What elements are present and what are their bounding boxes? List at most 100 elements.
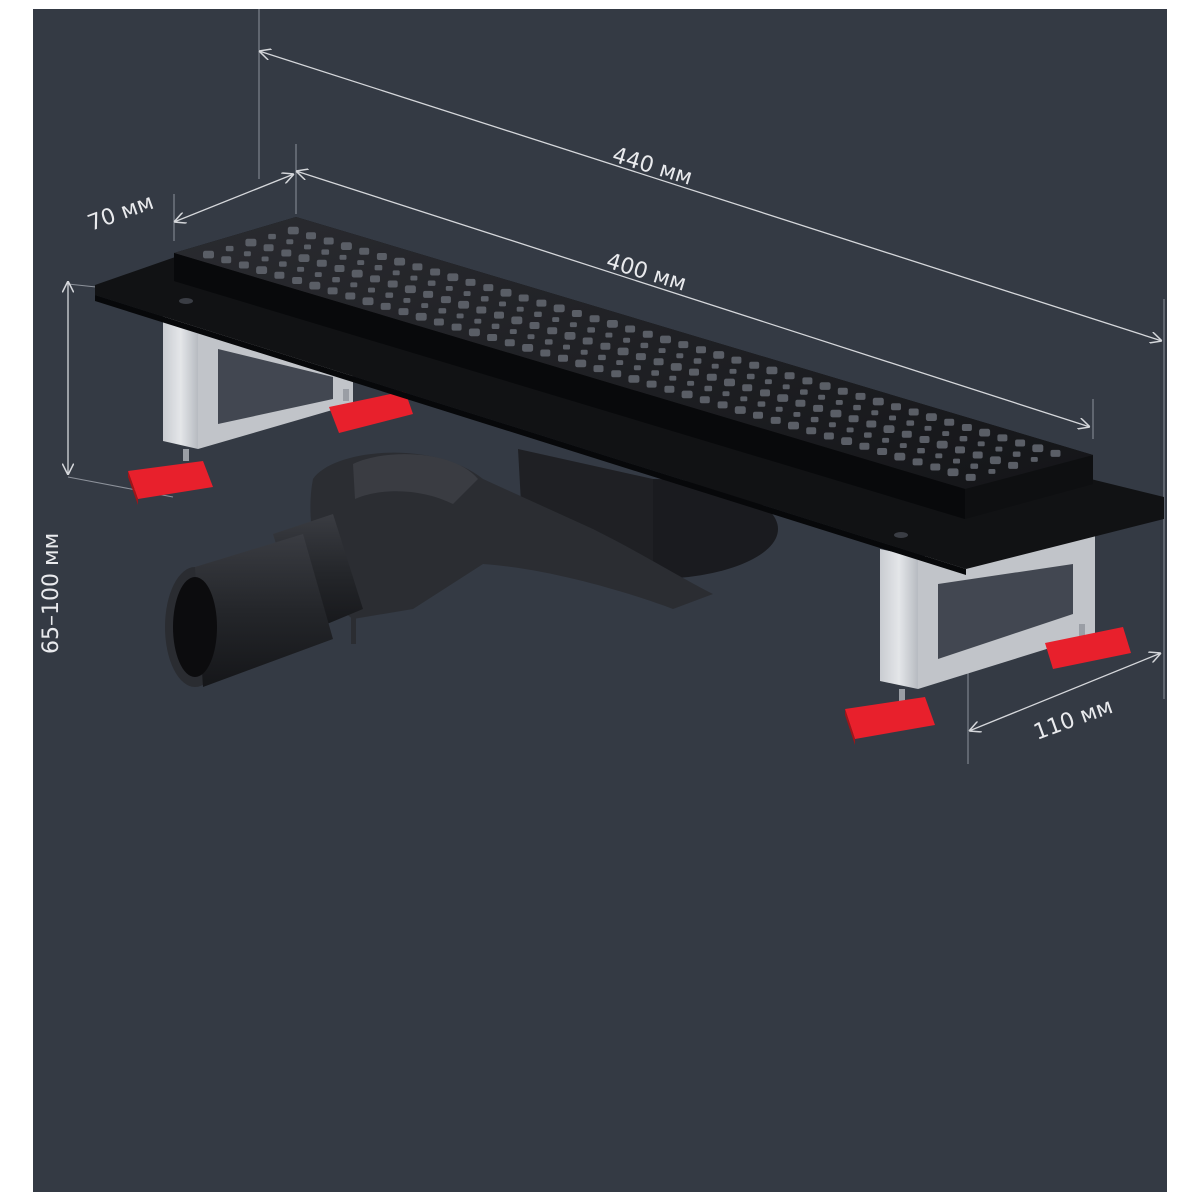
dim-label-400: 400 мм: [603, 249, 689, 297]
grate-hole: [942, 431, 950, 436]
grate-hole: [742, 384, 753, 392]
grate-hole: [936, 440, 948, 449]
grate-hole: [855, 392, 866, 400]
grate-hole: [611, 370, 622, 378]
grate-hole: [944, 418, 955, 426]
grate-hole: [516, 306, 524, 312]
grate-hole: [593, 365, 604, 373]
grate-hole: [580, 349, 588, 355]
grate-hole: [906, 420, 915, 426]
grate-hole: [912, 458, 923, 466]
grate-hole: [617, 347, 629, 356]
grate-hole: [1030, 457, 1038, 462]
dim-line-110: [969, 653, 1161, 731]
grate-hole: [616, 360, 624, 365]
grate-hole: [871, 410, 879, 416]
grate-hole: [802, 377, 813, 385]
grate-hole: [304, 244, 311, 250]
grate-hole: [859, 442, 870, 450]
grate-hole: [746, 373, 755, 380]
grate-hole: [445, 286, 453, 291]
grate-hole: [711, 363, 719, 369]
grate-hole: [398, 308, 409, 316]
grate-hole: [699, 396, 710, 404]
dim-line-400: [296, 171, 1090, 427]
grate-hole: [606, 320, 618, 328]
grate-hole: [766, 366, 778, 375]
grate-hole: [793, 412, 801, 417]
grate-hole: [955, 446, 965, 454]
grate-hole: [287, 226, 299, 235]
grate-hole: [404, 285, 416, 294]
grate-hole: [298, 254, 310, 262]
grate-hole: [917, 448, 925, 454]
grate-hole: [689, 368, 699, 376]
grate-hole: [499, 301, 506, 307]
grate-hole: [547, 327, 558, 335]
grate-hole: [635, 353, 646, 361]
grate-hole: [660, 335, 671, 344]
grate-hole: [633, 365, 641, 371]
grate-hole: [380, 302, 391, 310]
grate-hole: [334, 265, 345, 272]
dim-label-70: 70 мм: [85, 190, 158, 237]
grate-hole: [810, 416, 819, 423]
grate-hole: [518, 294, 529, 302]
siphon-outlet: [165, 449, 778, 687]
grate-hole: [753, 411, 763, 419]
grate-hole: [504, 339, 515, 347]
grate-hole: [965, 473, 976, 481]
grate-hole: [678, 341, 689, 349]
grate-hole: [487, 334, 498, 341]
grate-hole: [351, 269, 363, 278]
grate-hole: [427, 280, 436, 286]
grate-hole: [717, 401, 728, 409]
grate-hole: [292, 277, 303, 284]
grate-hole: [403, 298, 411, 303]
dimension-lines: [68, 51, 1162, 731]
grate-hole: [877, 448, 888, 455]
grate-hole: [704, 385, 713, 392]
grate-hole: [316, 259, 327, 267]
grate-hole: [623, 337, 631, 343]
grate-hole: [423, 290, 434, 298]
grate-hole: [997, 434, 1008, 442]
grate-hole: [357, 260, 365, 265]
grate-hole: [225, 245, 234, 252]
grate-hole: [415, 312, 427, 321]
grate-hole: [669, 375, 677, 381]
grate-hole: [314, 272, 322, 277]
grate-hole: [332, 277, 340, 283]
grate-hole: [243, 251, 251, 257]
grate-hole: [339, 254, 347, 260]
grate-hole: [988, 469, 996, 474]
grate-hole: [494, 311, 504, 319]
grate-hole: [813, 404, 824, 412]
grate-hole: [582, 337, 593, 345]
drain-drawing: 440 мм 400 мм 70 мм 65–100 мм 110 мм: [39, 9, 1165, 764]
grate-hole: [908, 408, 919, 416]
grate-hole: [891, 403, 901, 411]
grate-hole: [713, 351, 725, 359]
grate-hole: [203, 250, 214, 259]
grate-hole: [664, 385, 675, 393]
grate-hole: [795, 399, 806, 407]
grate-hole: [245, 238, 257, 247]
grate-hole: [281, 249, 292, 257]
grate-hole: [483, 284, 494, 292]
grate-hole: [961, 424, 972, 431]
grate-hole: [924, 425, 932, 431]
grate-hole: [598, 354, 606, 361]
grate-hole: [823, 432, 834, 440]
grate-hole: [564, 332, 576, 340]
dim-line-70: [174, 174, 294, 222]
grate-hole: [853, 404, 861, 411]
grate-hole: [256, 266, 268, 274]
grate-hole: [238, 261, 249, 269]
grate-hole: [511, 316, 523, 325]
grate-hole: [421, 303, 429, 308]
grate-hole: [625, 325, 636, 333]
grate-hole: [706, 373, 717, 381]
grate-hole: [925, 413, 937, 421]
grate-hole: [894, 452, 906, 461]
